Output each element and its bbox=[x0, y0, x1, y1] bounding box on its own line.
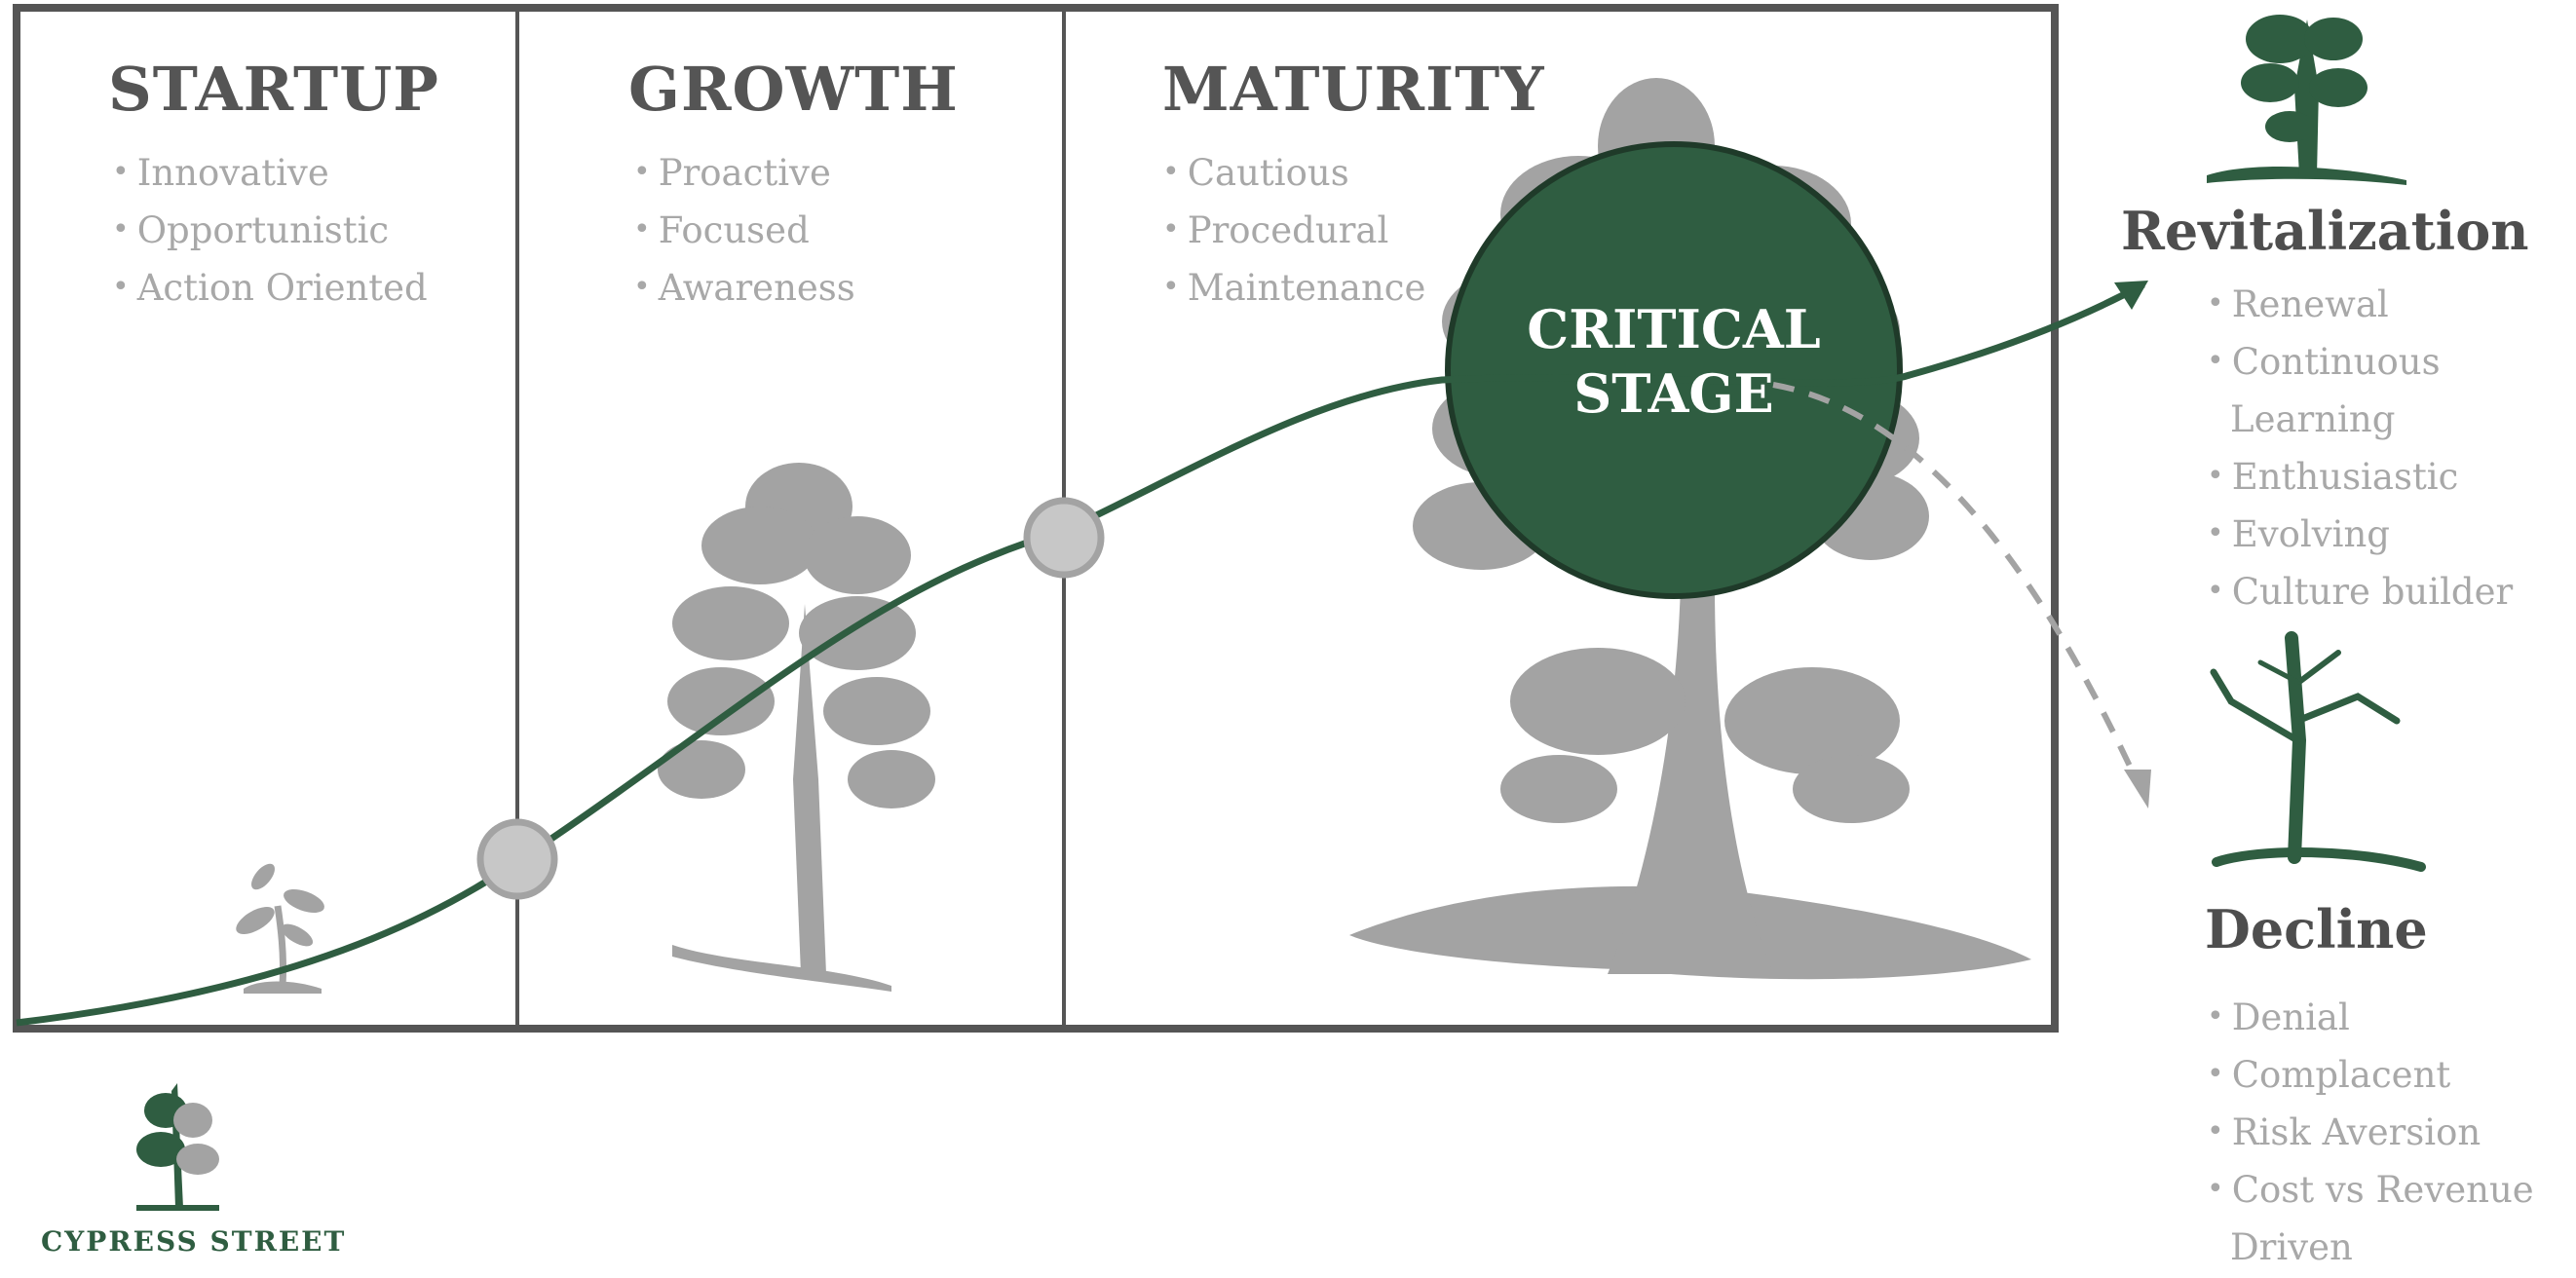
startup-bullets: Innovative Opportunistic Action Oriented bbox=[112, 146, 428, 319]
revitalization-bullets: Renewal Continuous Learning Enthusiastic… bbox=[2207, 278, 2513, 622]
list-item: Complacent bbox=[2207, 1048, 2534, 1106]
stages-frame bbox=[13, 4, 2059, 1033]
critical-stage-line1: CRITICAL bbox=[1527, 298, 1821, 360]
list-item: Risk Aversion bbox=[2207, 1106, 2534, 1163]
decline-dashed-path bbox=[1772, 382, 2137, 776]
list-item: Enthusiastic bbox=[2207, 450, 2513, 507]
dead-tree-icon bbox=[2210, 631, 2426, 872]
critical-stage-line2: STAGE bbox=[1573, 362, 1774, 425]
list-item: Opportunistic bbox=[112, 204, 428, 261]
list-item: Renewal bbox=[2207, 278, 2513, 335]
list-item: Denial bbox=[2207, 991, 2534, 1048]
list-item: Cautious bbox=[1162, 146, 1425, 204]
young-tree-icon bbox=[658, 463, 935, 992]
list-item: Procedural bbox=[1162, 204, 1425, 261]
revitalization-arrowhead bbox=[2114, 281, 2148, 310]
decline-arrowhead bbox=[2124, 770, 2151, 808]
list-item: Action Oriented bbox=[112, 261, 428, 319]
revitalization-title: Revitalization bbox=[2121, 200, 2529, 262]
list-item: Culture builder bbox=[2207, 565, 2513, 622]
transition-marker-startup-growth bbox=[476, 818, 558, 900]
decline-bullets: Denial Complacent Risk Aversion Cost vs … bbox=[2207, 991, 2534, 1278]
list-item: Learning bbox=[2230, 398, 2396, 440]
maturity-bullets: Cautious Procedural Maintenance bbox=[1162, 146, 1426, 319]
list-item: Evolving bbox=[2207, 507, 2513, 565]
healthy-tree-icon bbox=[2207, 15, 2406, 185]
list-item: Driven bbox=[2230, 1226, 2353, 1268]
critical-stage-circle bbox=[1445, 141, 1903, 599]
list-item: Cost vs Revenue bbox=[2207, 1163, 2534, 1221]
decline-title: Decline bbox=[2205, 898, 2428, 960]
stage-title-startup: STARTUP bbox=[108, 54, 439, 125]
list-item: Proactive bbox=[633, 146, 855, 204]
list-item: Awareness bbox=[633, 261, 855, 319]
cypress-logo-icon bbox=[136, 1083, 219, 1211]
critical-stage-label: CRITICAL STAGE bbox=[1440, 297, 1908, 426]
list-item: Continuous bbox=[2207, 335, 2513, 393]
sprout-icon bbox=[236, 863, 324, 994]
list-item: Maintenance bbox=[1162, 261, 1426, 319]
stage-title-growth: GROWTH bbox=[628, 54, 959, 125]
list-item: Innovative bbox=[112, 146, 428, 204]
stage-title-maturity: MATURITY bbox=[1162, 54, 1545, 125]
lifecycle-curve bbox=[16, 281, 2145, 1027]
brand-name: CYPRESS STREET bbox=[41, 1225, 347, 1258]
growth-bullets: Proactive Focused Awareness bbox=[633, 146, 855, 319]
transition-marker-growth-maturity bbox=[1023, 497, 1105, 579]
list-item: Focused bbox=[633, 204, 855, 261]
